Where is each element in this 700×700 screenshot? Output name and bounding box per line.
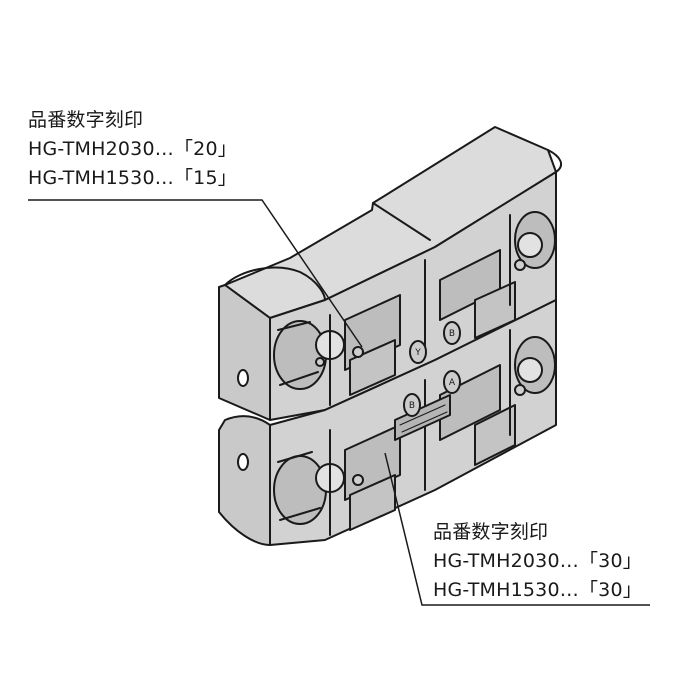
leader-line-bottom	[384, 452, 650, 606]
callout-bottom-title: 品番数字刻印	[433, 521, 549, 543]
embossed-mark-y	[409, 340, 427, 364]
embossed-letter: B	[449, 329, 455, 339]
embossed-letter: Y	[414, 348, 421, 358]
callout-bottom-line1: HG-TMH2030…「30」	[433, 550, 642, 572]
callout-top-line1: HG-TMH2030…「20」	[28, 138, 237, 160]
leader-line-top	[28, 199, 363, 348]
callout-bottom-line2: HG-TMH1530…「30」	[433, 579, 642, 601]
mounting-hole	[237, 453, 249, 471]
callout-bottom: 品番数字刻印 HG-TMH2030…「30」 HG-TMH1530…「30」	[433, 518, 642, 605]
embossed-letter: B	[409, 401, 415, 411]
mounting-hole	[237, 369, 249, 387]
embossed-letter: A	[449, 378, 456, 388]
callout-top: 品番数字刻印 HG-TMH2030…「20」 HG-TMH1530…「15」	[28, 106, 237, 193]
embossed-mark-b-upper	[443, 321, 461, 345]
upper-block	[218, 126, 563, 421]
lower-block	[218, 299, 557, 546]
embossed-mark-a	[443, 370, 461, 394]
callout-top-line2: HG-TMH1530…「15」	[28, 167, 237, 189]
embossed-mark-b-lower	[403, 393, 421, 417]
callout-top-title: 品番数字刻印	[28, 109, 144, 131]
